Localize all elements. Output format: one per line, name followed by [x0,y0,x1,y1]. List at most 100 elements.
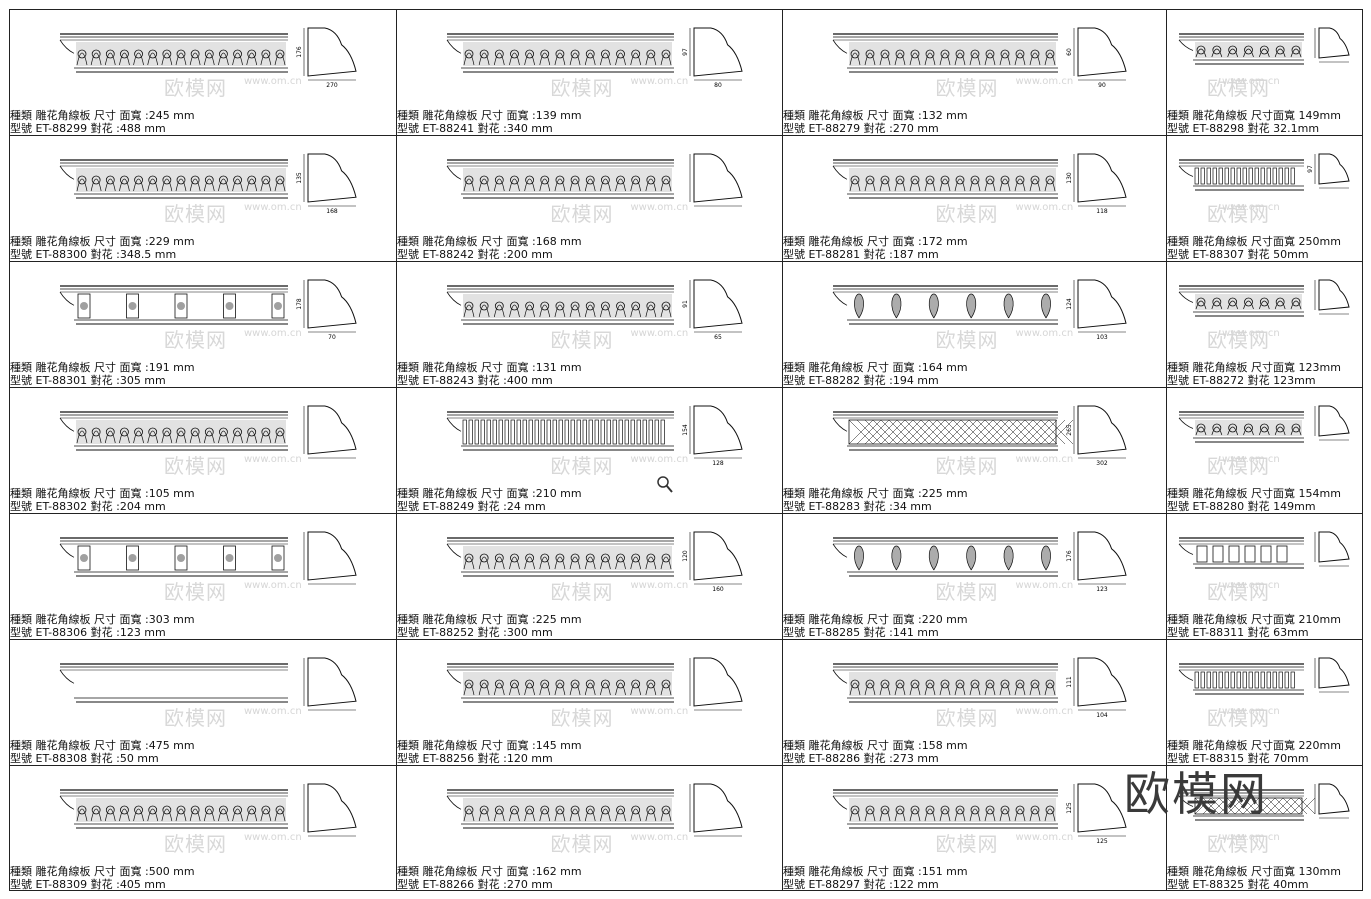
spec-line-model: 型號 ET-88301 對花 :305 mm [10,374,166,387]
profile-section [303,657,357,711]
profile-width-label: 168 [326,208,338,215]
profile-height-label: 130 [1066,172,1073,184]
profile-width-label: 270 [326,82,338,89]
moulding-elevation [446,663,674,703]
moulding-drawing [59,531,357,585]
spec-line-model: 型號 ET-88308 對花 :50 mm [10,752,159,765]
moulding-elevation [59,411,288,451]
profile-width-label: 118 [1096,208,1108,215]
spec-line-type: 種類 雕花角線板 尺寸 面寬 :229 mm [10,235,195,248]
profile-section: 176 270 [296,27,357,89]
profile-width-label: 90 [1098,82,1106,89]
profile-height-label: 125 [1066,802,1073,814]
profile-section [689,153,743,207]
moulding-drawing [446,153,743,207]
spec-line-type: 種類 雕花角線板 尺寸面寬 130mm [1167,865,1341,878]
spec-line-type: 種類 雕花角線板 尺寸 面寬 :210 mm [397,487,582,500]
ornament-band [1196,545,1288,563]
spec-line-type: 種類 雕花角線板 尺寸 面寬 :500 mm [10,865,195,878]
profile-width-label: 160 [712,586,724,593]
profile-width-label: 128 [712,460,724,467]
moulding-drawing [1178,27,1350,65]
profile-height-label: 120 [682,550,689,562]
profile-height-label: 178 [296,298,303,310]
profile-width-label: 65 [714,334,722,341]
spec-line-type: 種類 雕花角線板 尺寸 面寬 :105 mm [10,487,195,500]
spec-line-type: 種類 雕花角線板 尺寸 面寬 :225 mm [397,613,582,626]
profile-section: 97 [1307,153,1350,189]
moulding-elevation [59,159,288,199]
profile-height-label: 176 [1066,550,1073,562]
ornament-band [76,420,286,444]
spec-line-model: 型號 ET-88272 對花 123mm [1167,374,1316,387]
ornament-band [1195,294,1302,310]
profile-width-label: 80 [714,82,722,89]
moulding-drawing [1178,783,1350,821]
moulding-elevation [1178,285,1304,317]
spec-line-model: 型號 ET-88286 對花 :273 mm [783,752,939,765]
moulding-drawing [1178,279,1350,317]
spec-line-model: 型號 ET-88252 對花 :300 mm [397,626,553,639]
moulding-drawing [446,657,743,711]
profile-section [303,531,357,585]
ornament-band [463,672,672,696]
moulding-drawing [59,657,357,711]
profile-section: 130 118 [1066,153,1127,215]
moulding-elevation [446,33,674,73]
spec-line-model: 型號 ET-88285 對花 :141 mm [783,626,939,639]
moulding-drawing: 265 302 [832,405,1127,467]
moulding-drawing [1178,405,1350,443]
ornament-band [76,798,286,822]
ornament-band [849,798,1056,822]
spec-line-type: 種類 雕花角線板 尺寸 面寬 :158 mm [783,739,968,752]
ornament-band [1195,42,1302,58]
moulding-drawing: 130 118 [832,153,1127,215]
profile-section [303,783,357,837]
moulding-elevation [832,663,1058,703]
ornament-band [849,672,1056,696]
spec-line-type: 種類 雕花角線板 尺寸 面寬 :303 mm [10,613,195,626]
moulding-elevation [446,537,674,577]
profile-height-label: 265 [1066,424,1073,436]
profile-section: 120 160 [682,531,743,593]
profile-section [1314,405,1350,441]
spec-line-model: 型號 ET-88279 對花 :270 mm [783,122,939,135]
profile-width-label: 302 [1096,460,1108,467]
profile-section [689,657,743,711]
spec-line-model: 型號 ET-88302 對花 :204 mm [10,500,166,513]
ornament-band [848,419,1074,445]
spec-line-type: 種類 雕花角線板 尺寸 面寬 :131 mm [397,361,582,374]
ornament-band [854,545,1051,571]
profile-section [1314,531,1350,567]
spec-line-model: 型號 ET-88311 對花 63mm [1167,626,1309,639]
ornament-band [463,798,672,822]
moulding-elevation [446,411,674,451]
moulding-elevation [832,411,1074,451]
ornament-band [77,545,285,571]
moulding-elevation [832,537,1058,577]
spec-line-type: 種類 雕花角線板 尺寸 面寬 :139 mm [397,109,582,122]
profile-height-label: 176 [296,46,303,58]
ornament-band [463,168,672,192]
ornament-band [462,419,665,445]
